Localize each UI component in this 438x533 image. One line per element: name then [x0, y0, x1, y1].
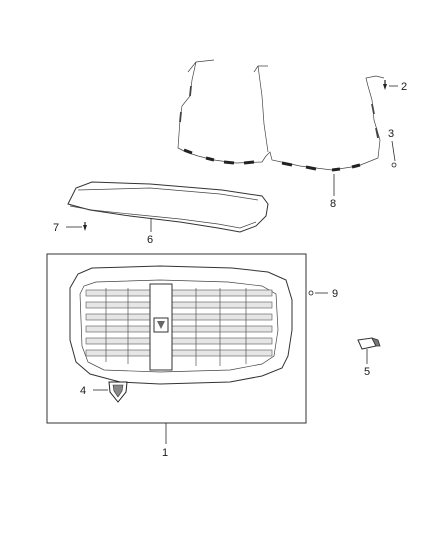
- fastener-7[interactable]: [83, 222, 87, 231]
- retainer-9[interactable]: [308, 290, 314, 296]
- callout-2: 2: [401, 81, 407, 93]
- callout-6: 6: [147, 234, 153, 246]
- wire-harness[interactable]: [177, 59, 385, 172]
- callout-7: 7: [53, 222, 59, 234]
- clip-5[interactable]: [357, 337, 381, 350]
- assembly-frame: [46, 253, 307, 424]
- screw-3[interactable]: [391, 162, 397, 168]
- callout-5: 5: [364, 366, 370, 378]
- grille-upper-cover[interactable]: [67, 181, 269, 233]
- callout-3: 3: [388, 128, 394, 140]
- callout-8: 8: [330, 198, 336, 210]
- ram-emblem[interactable]: [108, 381, 128, 403]
- callout-9: 9: [332, 288, 338, 300]
- callout-4: 4: [80, 385, 86, 397]
- callout-1: 1: [162, 447, 168, 459]
- leader-lines: [66, 85, 398, 444]
- grille-assembly[interactable]: [69, 265, 293, 385]
- clip-fastener-2[interactable]: [383, 80, 387, 90]
